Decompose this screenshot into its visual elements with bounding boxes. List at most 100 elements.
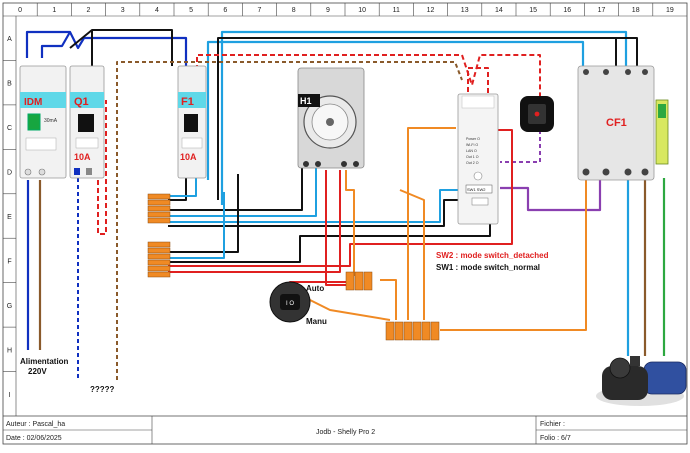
wire-orange-cf1 [440, 180, 587, 331]
rocker-switch [520, 96, 554, 132]
grid-lines [3, 3, 687, 416]
wire-black-lower-2 [168, 220, 491, 263]
row-header-I: I [9, 392, 11, 399]
column-header-4: 4 [155, 7, 159, 14]
wire-orange-2 [399, 189, 425, 320]
row-header-A: A [7, 36, 12, 43]
column-header-3: 3 [121, 7, 125, 14]
wire-cyan-shelly [168, 189, 462, 223]
row-header-G: G [7, 303, 12, 310]
shelly-status-4: Out 1 O [466, 155, 479, 159]
supply-label-line1: Alimentation [20, 357, 69, 366]
cf1-contactor: CF1 [577, 65, 655, 181]
column-header-5: 5 [189, 7, 193, 14]
wago-terminal [147, 193, 171, 200]
idm-breaker: IDM 30mA [19, 65, 67, 179]
wago-terminal [147, 205, 171, 212]
manu-label: Manu [306, 317, 327, 326]
shelly-status-1: Power O [466, 137, 480, 141]
column-header-17: 17 [598, 7, 606, 14]
sw2-note: SW2 : mode switch_detached [436, 251, 549, 260]
column-header-16: 16 [563, 7, 571, 14]
idm-rating: 30mA [44, 118, 58, 124]
wago-terminal [354, 271, 364, 291]
svg-text:I O: I O [286, 301, 294, 307]
supply-label-line2: 220V [28, 367, 47, 376]
wago-terminal [385, 321, 395, 341]
q1-label: Q1 [74, 96, 89, 108]
cf1-label: CF1 [606, 117, 627, 129]
wago-terminal [403, 321, 413, 341]
h1-label: H1 [300, 96, 312, 106]
wire-blue-feed [25, 30, 188, 66]
row-header-B: B [7, 81, 12, 88]
footer-author: Auteur : Pascal_ha [6, 421, 65, 428]
row-header-D: D [7, 170, 12, 177]
wago-terminal [147, 271, 171, 278]
column-header-19: 19 [666, 7, 674, 14]
footer-date: Date : 02/06/2025 [6, 435, 62, 442]
idm-label: IDM [24, 97, 42, 108]
wago-terminal [147, 241, 171, 248]
footer-file: Fichier : [540, 421, 565, 428]
wire-red-dashed-shelly [467, 67, 489, 100]
wire-purple [500, 180, 602, 212]
wire-red-dashed-top [196, 54, 541, 100]
sw1-note: SW1 : mode switch_normal [436, 263, 540, 272]
row-header-F: F [7, 258, 11, 265]
row-header-H: H [7, 347, 12, 354]
wire-orange-3 [380, 279, 397, 320]
wire-black-top-2 [616, 37, 638, 66]
shelly-status-2: Wi-Fi O [466, 143, 478, 147]
column-header-9: 9 [326, 7, 330, 14]
wire-black-q1 [69, 29, 93, 66]
wire-black-q1-f1 [92, 29, 173, 66]
wire-red-h1 [168, 170, 341, 273]
wire-cyan-lower [168, 192, 225, 259]
footer-title: Jodb - Shelly Pro 2 [316, 429, 375, 436]
shelly-pro-2: Power O Wi-Fi O LAN O Out 1 O Out 2 O SW… [457, 93, 499, 225]
wago-terminal [363, 271, 373, 291]
auto-label: Auto [306, 284, 324, 293]
wire-neutral-top [206, 40, 585, 180]
wago-terminal [147, 265, 171, 272]
wire-orange-h1 [345, 170, 355, 276]
wire-brown-dashed [116, 61, 463, 380]
wire-black-lower [168, 174, 239, 253]
wago-terminal [345, 271, 355, 291]
q1-rating: 10A [74, 152, 91, 162]
column-header-7: 7 [258, 7, 262, 14]
wire-red-h1-out [325, 170, 346, 286]
wire-black-top [217, 37, 617, 200]
wago-terminal [147, 199, 171, 206]
wago-terminal [147, 217, 171, 224]
f1-label: F1 [181, 96, 194, 108]
wires [25, 29, 666, 380]
f1-breaker: F1 10A [177, 65, 207, 179]
column-header-11: 11 [393, 7, 400, 14]
shelly-status-5: Out 2 O [466, 161, 479, 165]
wire-orange-shelly [407, 127, 456, 320]
column-header-8: 8 [292, 7, 296, 14]
wire-neutral-top-2 [220, 30, 628, 205]
wago-terminal [430, 321, 440, 341]
wire-f1-out [168, 178, 187, 201]
q1-breaker: Q1 10A [69, 65, 105, 179]
wago-terminal [412, 321, 422, 341]
column-header-14: 14 [495, 7, 503, 14]
wire-cyan-h1 [168, 168, 317, 217]
column-header-13: 13 [461, 7, 469, 14]
shelly-switch-label: SW1 SW2 [467, 187, 486, 192]
row-header-E: E [7, 214, 12, 221]
wire-red-dashed-q1 [97, 100, 107, 235]
wago-connectors [147, 193, 440, 341]
wire-red-shelly [168, 129, 513, 267]
wago-terminal [147, 211, 171, 218]
f1-rating: 10A [180, 152, 197, 162]
column-header-6: 6 [223, 7, 227, 14]
auto-manu-switch: I O Auto Manu [269, 281, 327, 326]
